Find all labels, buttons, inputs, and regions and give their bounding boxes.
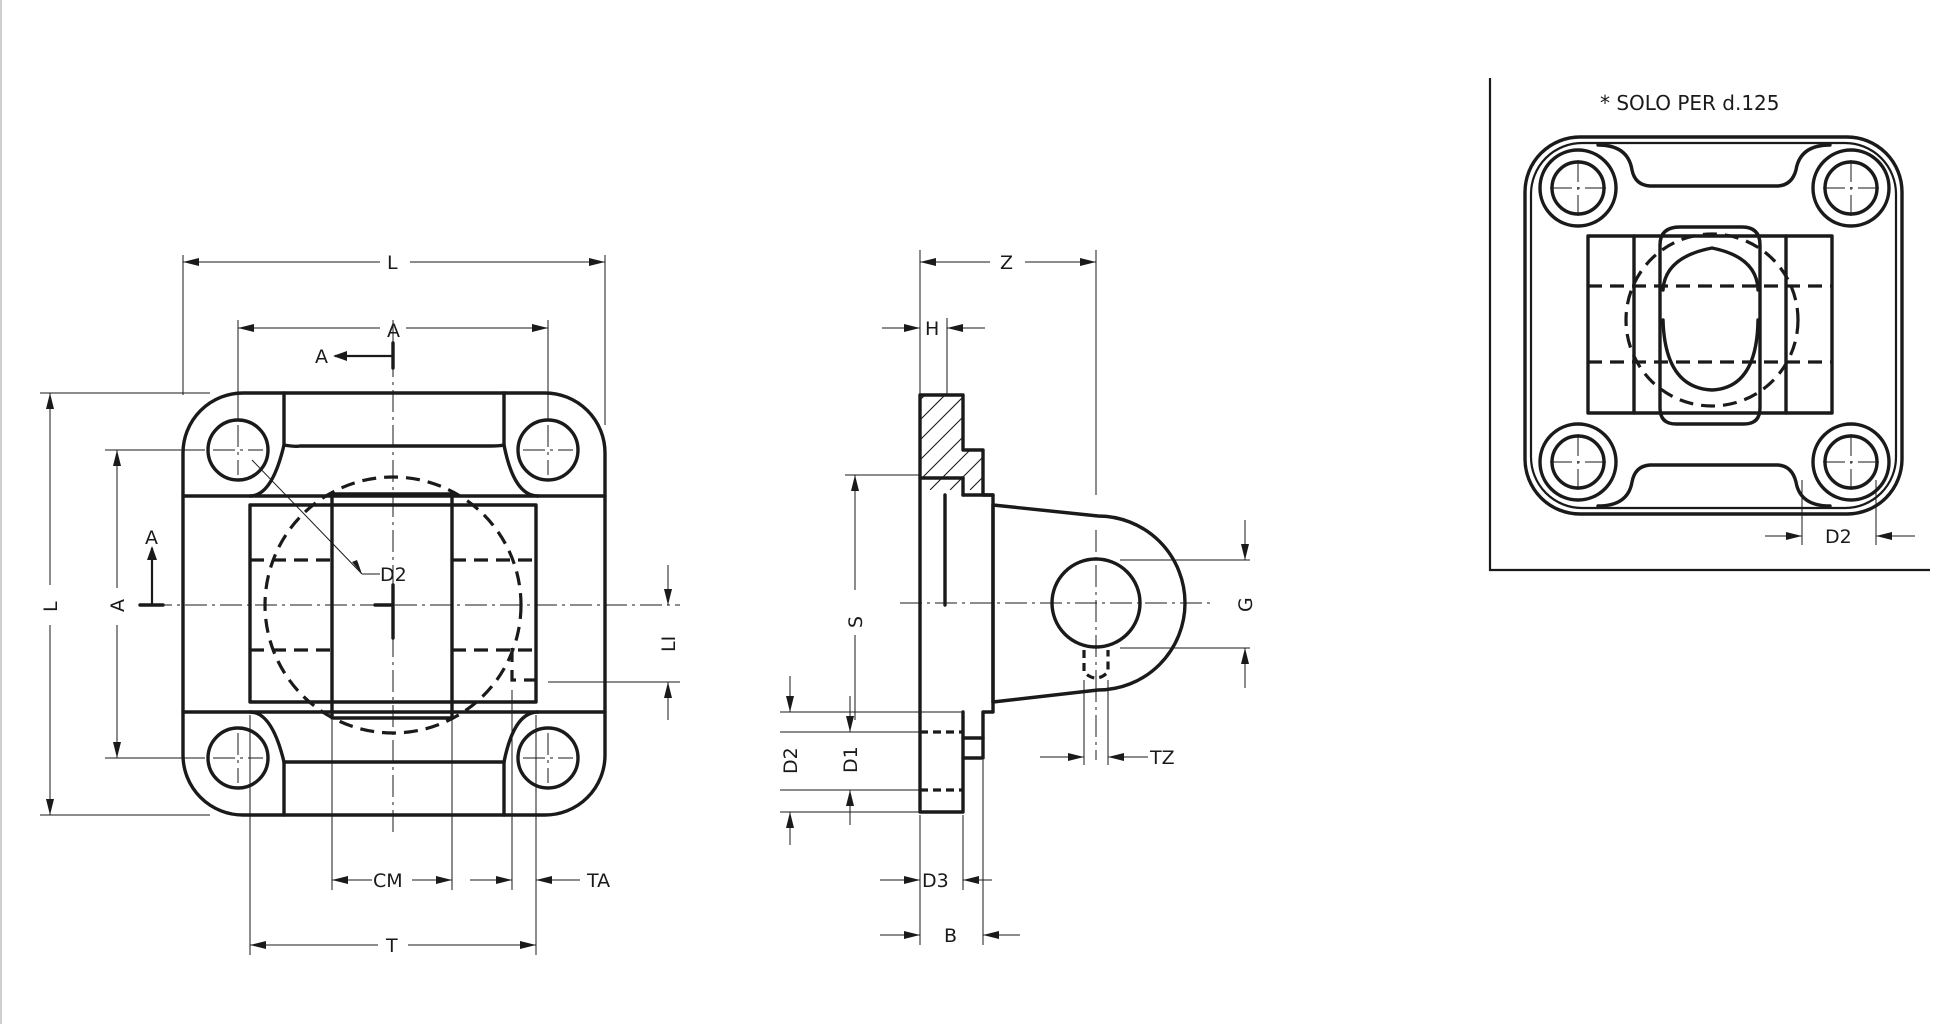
- detail-frame: [1488, 78, 1930, 572]
- dim-T: T: [385, 935, 398, 957]
- dim-D2-front: D2: [380, 564, 407, 586]
- dim-A-top: A: [387, 320, 400, 342]
- dim-Z: Z: [1000, 252, 1013, 274]
- detail-plate-outer: [1523, 135, 1904, 516]
- bolt-hole-bottom-right: [516, 726, 580, 790]
- dim-A-left: A: [107, 599, 129, 612]
- dim-D2-detail: D2: [1825, 526, 1852, 548]
- dim-TA: TA: [586, 870, 610, 892]
- dim-CM: CM: [373, 870, 403, 892]
- dim-S: S: [845, 616, 867, 628]
- dim-G: G: [1235, 597, 1257, 612]
- dim-D3: D3: [922, 870, 949, 892]
- dim-B: B: [944, 925, 957, 947]
- section-marker-left: A: [145, 527, 158, 549]
- bolt-hole-bottom-left: [206, 726, 270, 790]
- detail-note: * SOLO PER d.125: [1600, 91, 1780, 115]
- dim-LI: LI: [658, 636, 680, 652]
- detail-view: * SOLO PER d.125: [1488, 78, 1930, 572]
- detail-boss: [1658, 225, 1762, 426]
- dim-L-top: L: [387, 252, 398, 274]
- dim-TZ: TZ: [1149, 747, 1175, 769]
- dim-D2-side: D2: [780, 747, 802, 774]
- front-plate-outline: [181, 391, 607, 817]
- central-boss: [330, 492, 454, 720]
- side-view: Z H S G D2 D1 TZ: [780, 250, 1257, 947]
- side-profile: [918, 393, 995, 814]
- front-view: A A L A: [40, 252, 680, 957]
- dim-L-left: L: [40, 601, 62, 612]
- section-marker-top: A: [315, 346, 328, 368]
- dim-H: H: [925, 318, 939, 340]
- dim-D1: D1: [840, 746, 862, 773]
